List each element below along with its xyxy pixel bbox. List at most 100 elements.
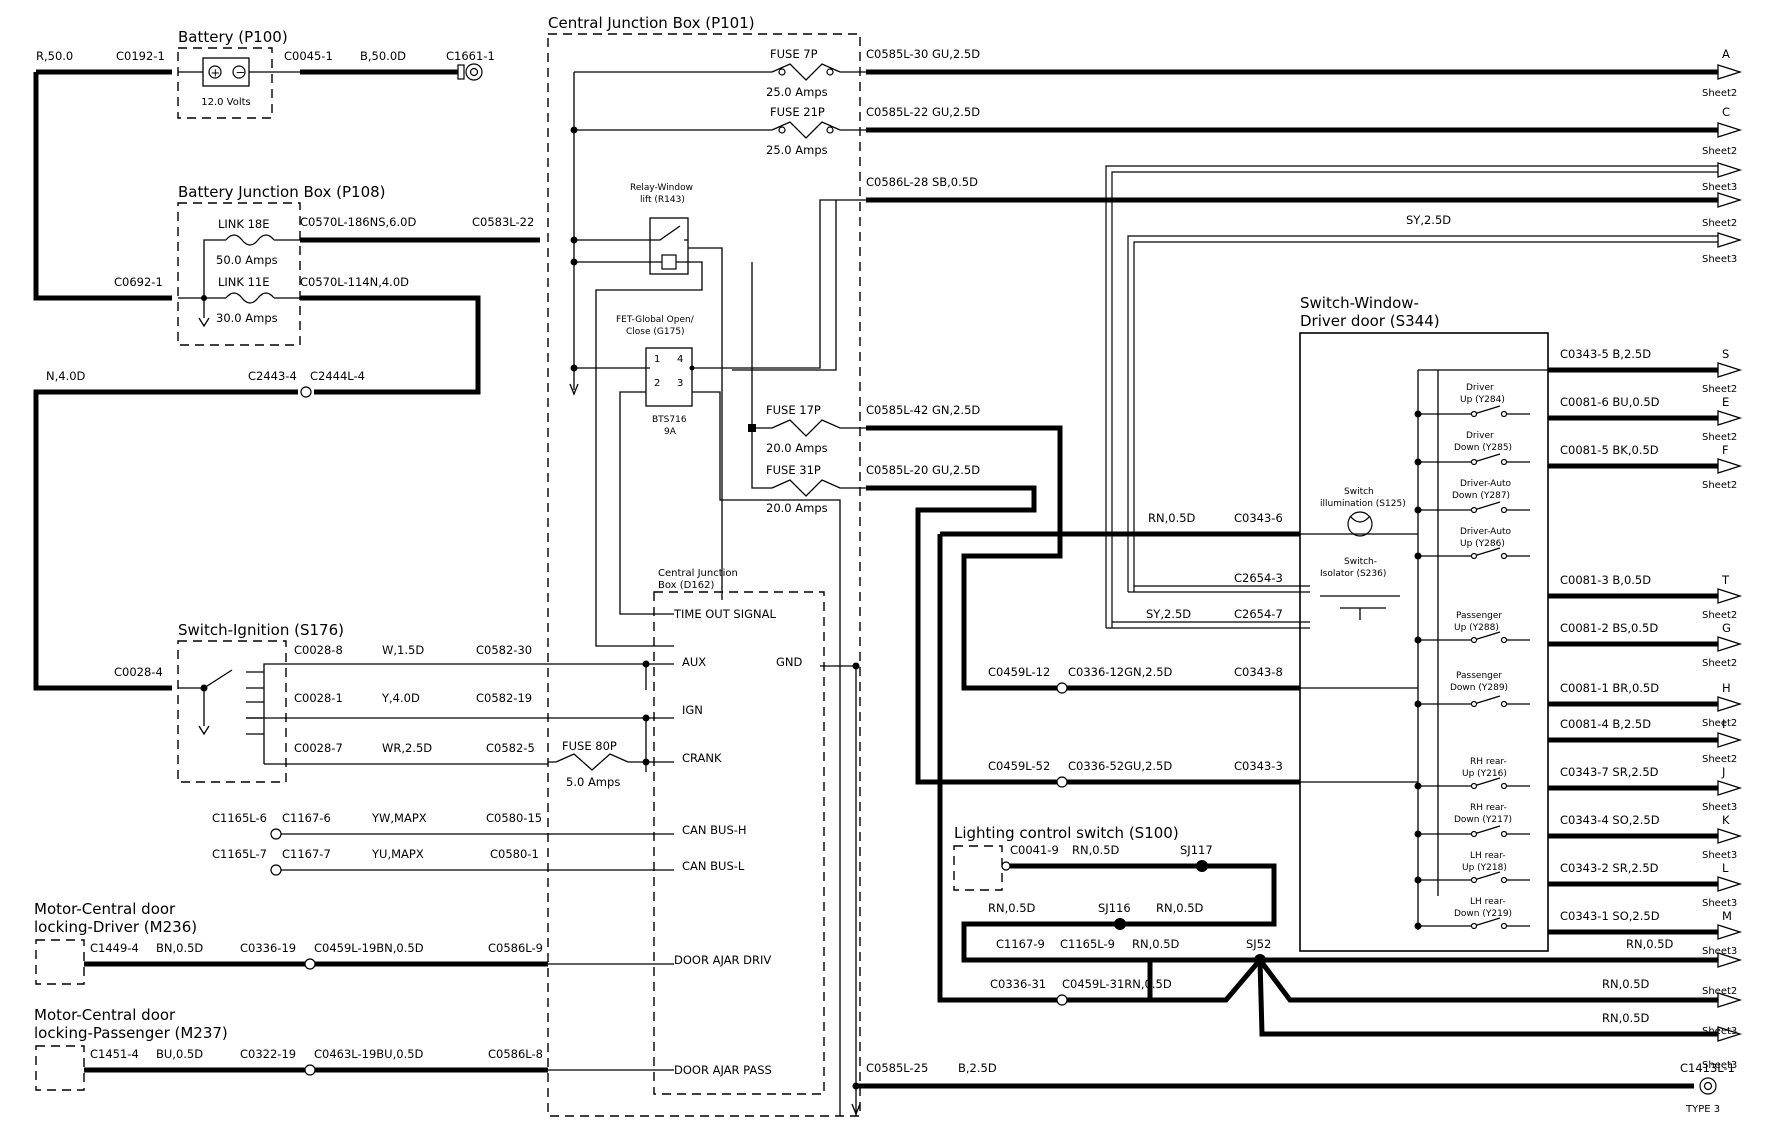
- switch-contact: [1414, 453, 1530, 466]
- cjb-crank-node: [642, 758, 650, 766]
- cjb-node-3: [570, 258, 578, 266]
- wire-n40: [33, 389, 298, 691]
- fuse-17p-label: FUSE 17P: [766, 403, 821, 417]
- letter-s: S: [1722, 347, 1729, 361]
- relay-label-1: Relay-Window: [630, 183, 693, 193]
- fuse-7p-node-r: [826, 68, 834, 76]
- link11-fuse: [225, 292, 275, 304]
- cjb-title: Central Junction Box (P101): [548, 14, 755, 32]
- sw-drv-aup-2: Up (Y286): [1460, 539, 1505, 549]
- lbl-bn05: BN,0.5D: [156, 941, 203, 955]
- switch-contact: [1414, 777, 1530, 790]
- fet-label-2: Close (G175): [626, 327, 685, 337]
- lbl-rn05-1: RN,0.5D: [1148, 511, 1196, 525]
- wire-sj52-fan-2: [1258, 958, 1718, 1003]
- lbl-a-wire: C0585L-30 GU,2.5D: [866, 47, 980, 61]
- cjb-bus: [573, 71, 772, 390]
- lbl-c2444: C2444L-4: [310, 369, 365, 383]
- lbl-c0028-4: C0028-4: [114, 665, 163, 679]
- ignition-title: Switch-Ignition (S176): [178, 621, 344, 639]
- sig-ign: IGN: [682, 703, 703, 717]
- window-switch-box: [1299, 332, 1549, 952]
- sheet-ref-j: Sheet3: [1702, 802, 1737, 813]
- sw-drv-adown-1: Driver-Auto: [1460, 479, 1512, 489]
- switch-contact: [1414, 631, 1530, 644]
- isolator-label-2: Isolator (S236): [1320, 569, 1386, 579]
- letter-j: J: [1721, 765, 1725, 779]
- conn-c0322-19: [304, 1064, 316, 1076]
- lbl-c0028-8: C0028-8: [294, 643, 343, 657]
- conn-c0336-19: [304, 958, 316, 970]
- sheet-arrow: [1717, 232, 1743, 248]
- fuse-21p-label: FUSE 21P: [770, 105, 825, 119]
- lbl-c0192: C0192-1: [116, 49, 165, 63]
- lbl-sj52: SJ52: [1246, 937, 1271, 951]
- relay-label-2: lift (R143): [640, 195, 685, 205]
- lighting-title: Lighting control switch (S100): [954, 824, 1179, 842]
- sw-pass-up-1: Passenger: [1456, 611, 1502, 621]
- fuse-7p-amps: 25.0 Amps: [766, 85, 828, 99]
- battery-title: Battery (P100): [178, 28, 288, 46]
- sheet-ref-r2: Sheet3: [1702, 1026, 1737, 1037]
- sig-timeout: TIME OUT SIGNAL: [673, 607, 776, 621]
- fuse-21p-node-l: [778, 126, 786, 134]
- sheet-arrow: [1717, 636, 1743, 652]
- sw-rh-up-1: RH rear-: [1470, 757, 1507, 767]
- sheet-ref-d1: Sheet3: [1702, 182, 1737, 193]
- sheet-arrow: [1717, 780, 1743, 796]
- lbl-c1165-7: C1165L-7: [212, 847, 267, 861]
- sw-rh-down-2: Down (Y217): [1454, 815, 1512, 825]
- fuse-17p-node: [748, 424, 756, 432]
- sheet-ref-d3: Sheet3: [1702, 254, 1737, 265]
- lbl-h-wire: C0081-1 BR,0.5D: [1560, 681, 1659, 695]
- sig-gnd: GND: [776, 655, 803, 669]
- lbl-c1451: C1451-4: [90, 1047, 139, 1061]
- d162-gnd: [820, 665, 857, 1116]
- sw-drv-down-2: Down (Y285): [1454, 443, 1512, 453]
- fuse-17p-symbol: [771, 419, 866, 437]
- battery-junction-box: [177, 202, 301, 346]
- lbl-y40: Y,4.0D: [381, 691, 420, 705]
- fet-p1: 1: [654, 354, 660, 365]
- sw-drv-down-1: Driver: [1466, 431, 1494, 441]
- sw-drv-adown-2: Down (Y287): [1452, 491, 1510, 501]
- ign-ground: [198, 688, 210, 736]
- fet-label-1: FET-Global Open/: [616, 315, 695, 325]
- switch-contact: [1414, 501, 1530, 514]
- sheet-arrow: [1717, 458, 1743, 474]
- letter-a: A: [1722, 47, 1730, 61]
- sheet-arrow: [1717, 924, 1743, 940]
- isolator-label-1: Switch-: [1344, 557, 1377, 567]
- switch-contact: [1414, 547, 1530, 560]
- lbl-f17-wire: C0585L-42 GN,2.5D: [866, 403, 980, 417]
- lbl-c0585-25: C0585L-25: [866, 1061, 928, 1075]
- lbl-c0041: C0041-9: [1010, 843, 1059, 857]
- sheet-ref-m: Sheet3: [1702, 946, 1737, 957]
- letter-l: L: [1722, 861, 1729, 875]
- sheet-arrow: [1717, 122, 1743, 138]
- sheet-ref-r3: Sheet3: [1702, 1060, 1737, 1071]
- sw-lh-up-1: LH rear-: [1470, 851, 1506, 861]
- lbl-g-wire: C0081-2 BS,0.5D: [1560, 621, 1658, 635]
- fuse-7p-node-l: [778, 68, 786, 76]
- ground-c1661-inner: [469, 67, 479, 77]
- cjb-d162-box: [653, 591, 825, 1095]
- sw-drv-up-1: Driver: [1466, 383, 1494, 393]
- battery-minus-icon: [232, 65, 246, 79]
- sheet-arrow: [1717, 192, 1743, 208]
- relay-contact: [650, 225, 688, 263]
- lbl-k-wire: C0343-4 SO,2.5D: [1560, 813, 1660, 827]
- lbl-sj117: SJ117: [1180, 843, 1213, 857]
- sheet-arrow: [1717, 588, 1743, 604]
- sheet-ref-l: Sheet3: [1702, 898, 1737, 909]
- lbl-c0045: C0045-1: [284, 49, 333, 63]
- conn-c0459-52: [1056, 776, 1068, 788]
- motor-pass-title-1: Motor-Central door: [34, 1006, 176, 1024]
- lbl-b50: B,50.0D: [360, 49, 406, 63]
- lbl-wr25: WR,2.5D: [382, 741, 432, 755]
- sheet-ref-h: Sheet2: [1702, 718, 1737, 729]
- sheet-ref-t: Sheet2: [1702, 610, 1737, 621]
- sheet-outputs: [1548, 64, 1743, 1042]
- lbl-n40: N,4.0D: [46, 369, 86, 383]
